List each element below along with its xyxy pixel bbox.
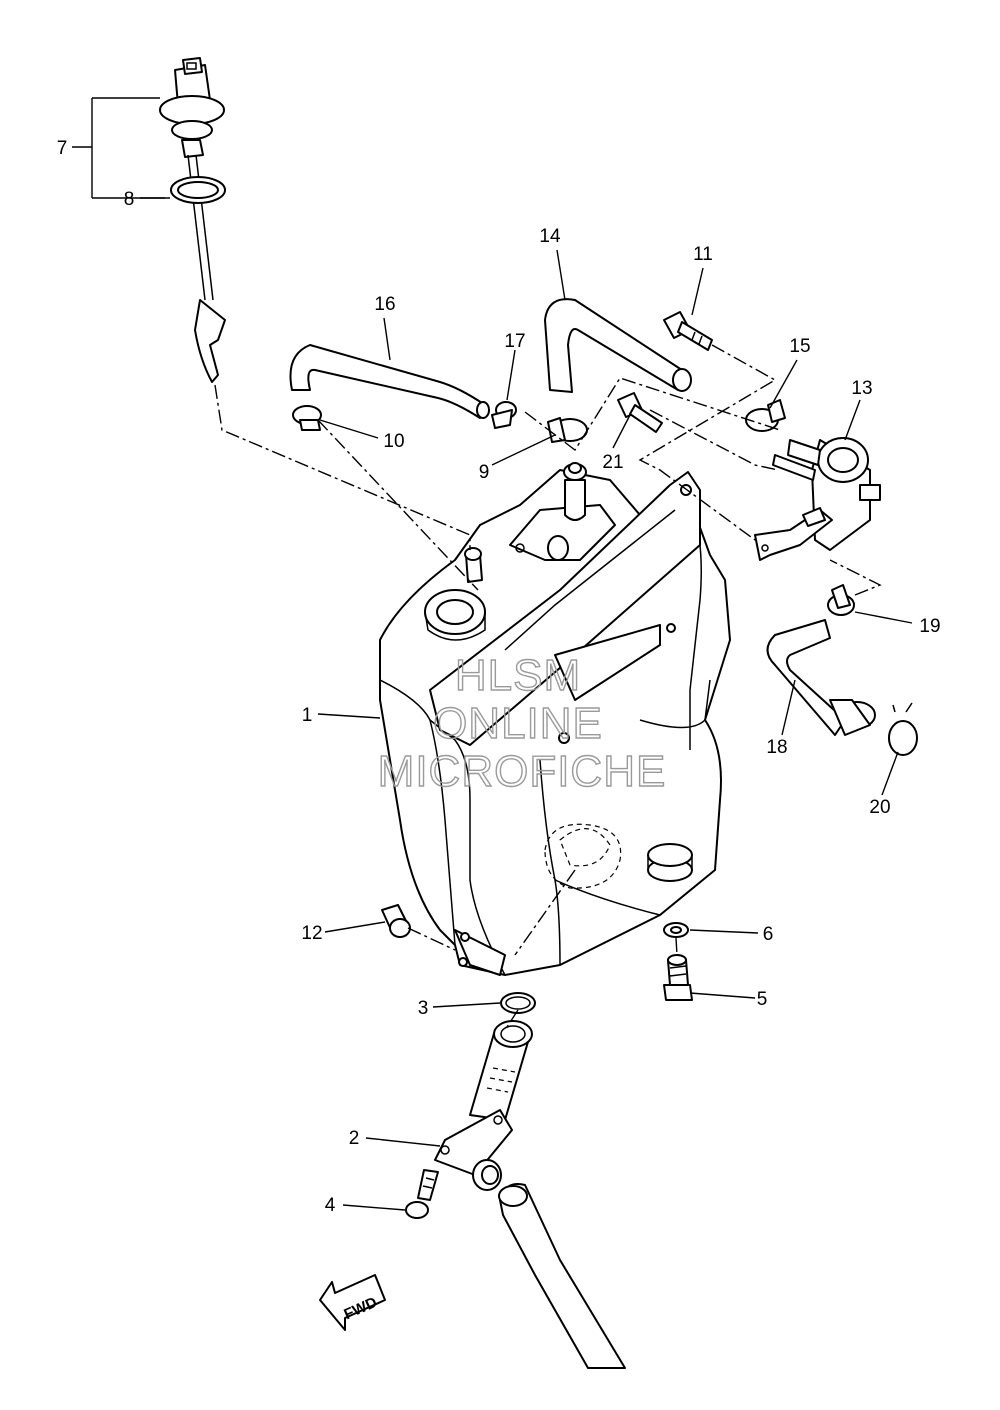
callout-16: 16 [374,294,395,315]
hose-clamp [745,399,786,432]
breather-hose [544,298,692,393]
callout-14: 14 [539,226,561,247]
dipstick-assembly [159,57,226,383]
callout-labels: 7 8 16 17 10 9 14 11 15 13 21 19 1 18 20… [57,138,941,1216]
callout-6: 6 [763,924,774,945]
callout-12: 12 [301,923,322,944]
watermark-line-2: ONLINE [433,699,603,748]
rubber-bushing [381,904,411,938]
bolt [663,311,713,351]
callout-17: 17 [504,331,525,352]
drain-washer-and-bolt [663,922,693,1001]
outlet-hose [498,1183,626,1369]
strainer-pipe [434,1020,533,1191]
vent-hose [289,344,490,419]
callout-4: 4 [325,1195,336,1216]
callout-5: 5 [757,989,768,1010]
callout-13: 13 [851,378,872,399]
callout-7: 7 [57,138,68,159]
callout-1: 1 [302,705,313,726]
callout-2: 2 [349,1128,360,1149]
forward-direction-arrow: FWD [319,1274,386,1331]
bolt [617,392,663,433]
callout-9: 9 [479,462,490,483]
plug-cap [888,702,918,756]
return-hose [766,619,876,736]
callout-21: 21 [602,452,623,473]
leader-lines [72,97,913,1211]
callout-15: 15 [789,336,810,357]
o-ring [500,992,536,1014]
bolt [405,1169,439,1219]
callout-18: 18 [766,737,787,758]
assembly-lines [214,344,882,1031]
hose-clamp [827,584,855,616]
hose-clamps [292,401,588,443]
check-valve-assembly [754,437,881,561]
callout-19: 19 [919,616,940,637]
oil-tank [379,462,731,976]
watermark-line-1: HLSM [455,651,581,700]
callout-10: 10 [383,431,404,452]
callout-11: 11 [693,244,713,265]
callout-3: 3 [418,998,429,1019]
callout-20: 20 [869,797,890,818]
callout-8: 8 [124,189,135,210]
watermark: HLSM ONLINE MICROFICHE [377,650,667,796]
watermark-line-3: MICROFICHE [378,747,667,796]
